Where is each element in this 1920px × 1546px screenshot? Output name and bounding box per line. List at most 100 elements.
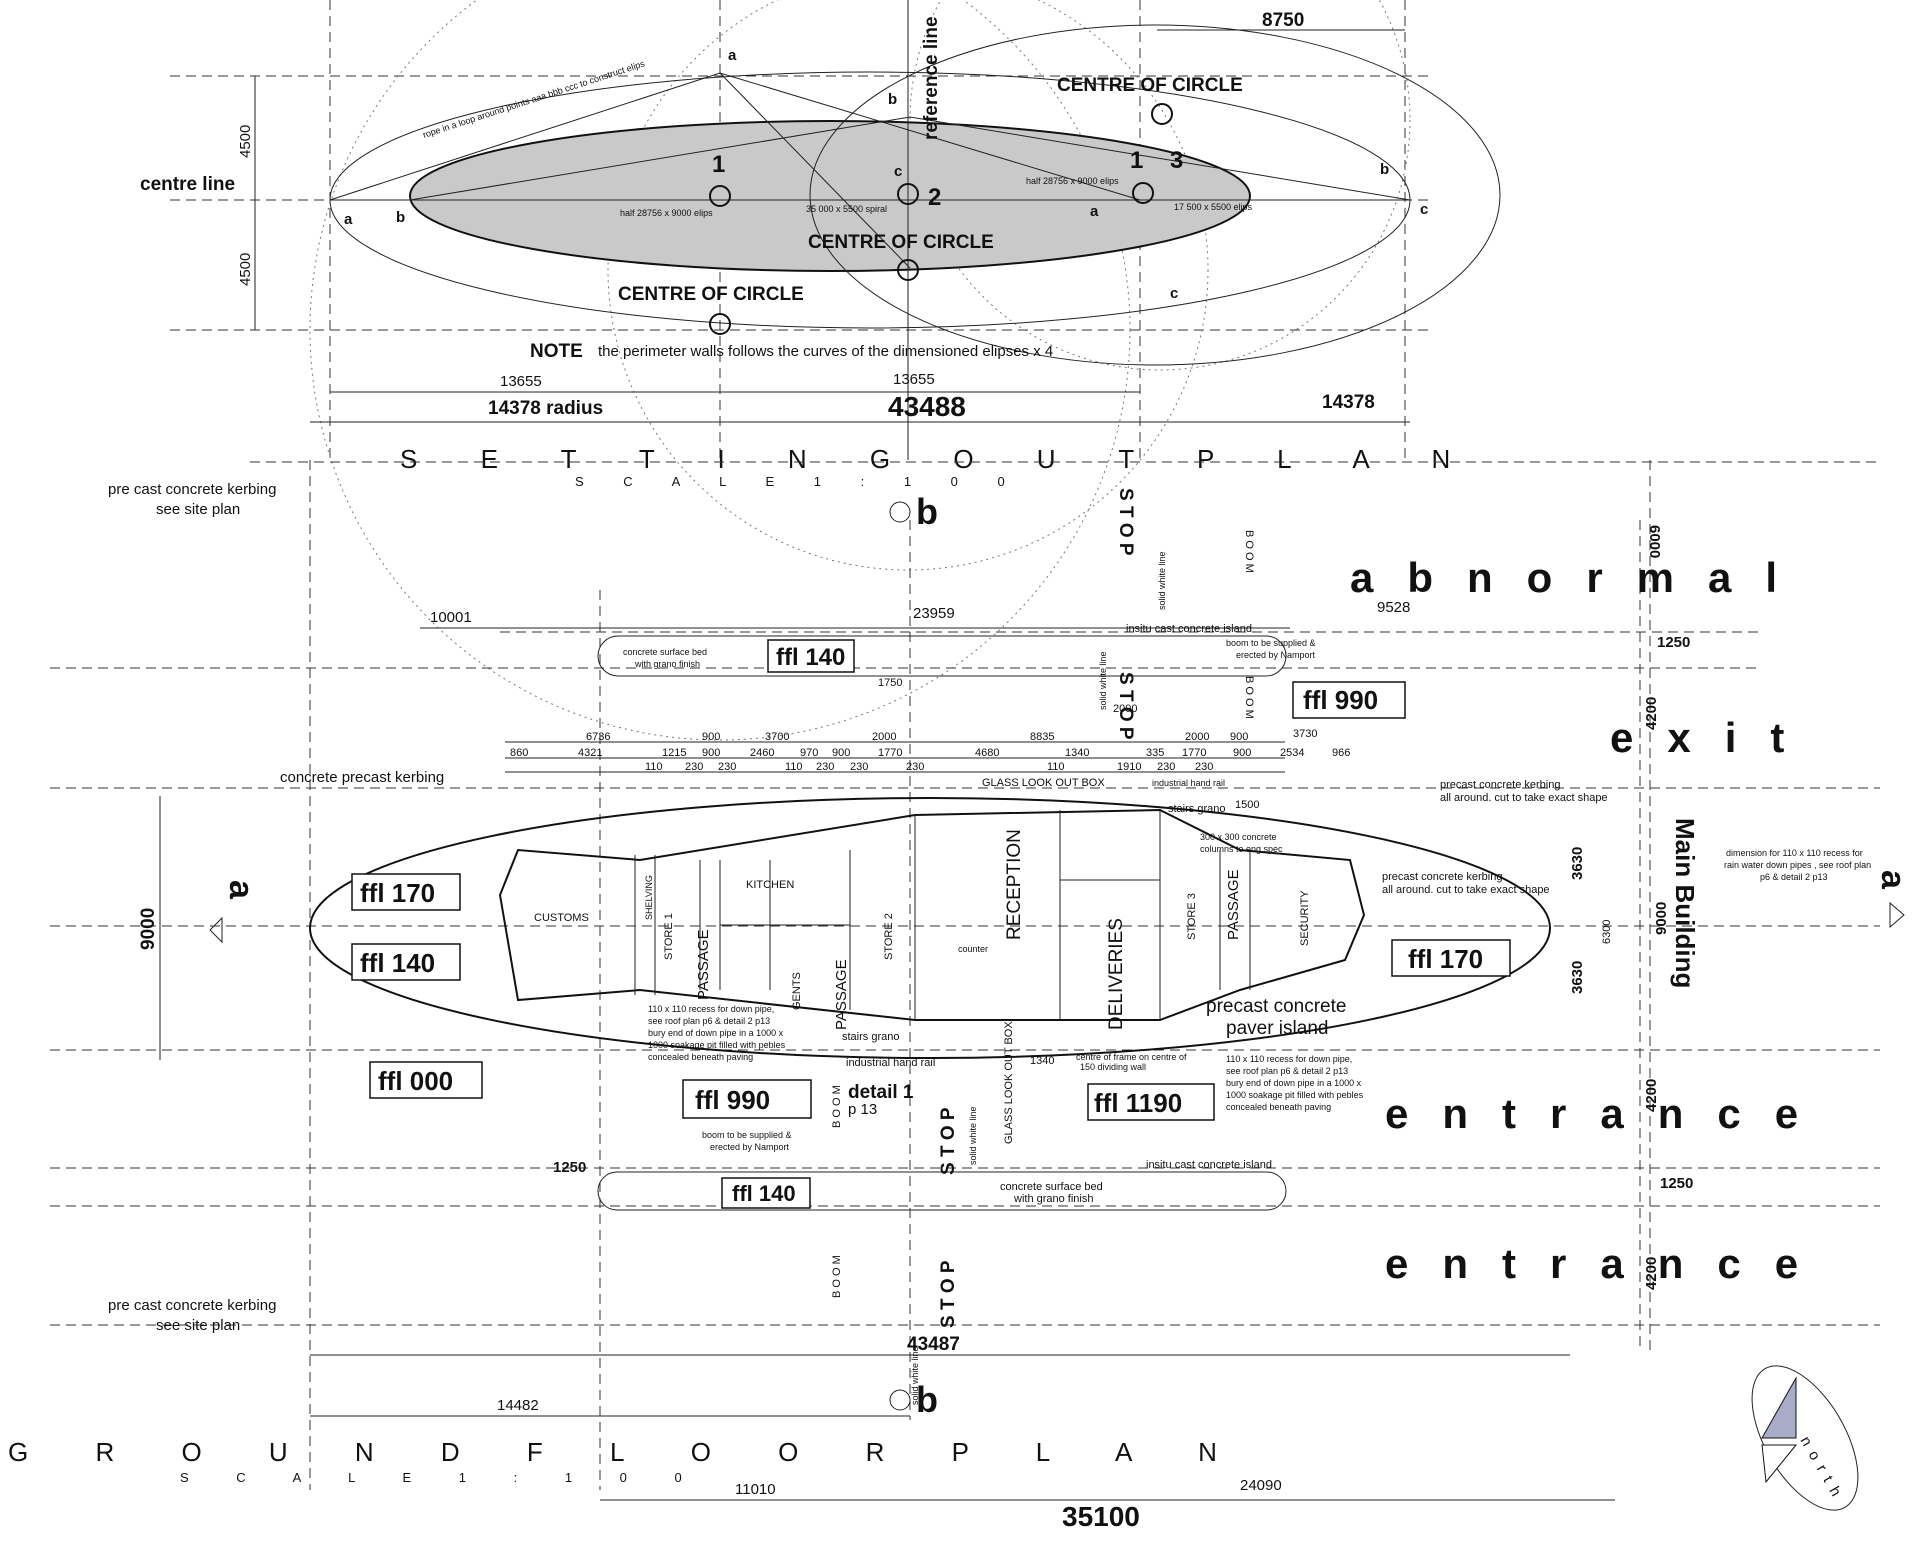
dim-4200-a: 4200: [1643, 697, 1660, 730]
glass-box-bottom: GLASS LOOK OUT BOX: [1003, 1021, 1015, 1144]
solid-white-line-2: solid white line: [1098, 651, 1108, 710]
dim-14378: 14378: [1322, 392, 1375, 413]
section-marker-a-right: a: [1874, 870, 1912, 929]
ffl-000: ffl 000: [369, 1061, 483, 1099]
dim-row3-7: 110: [1047, 761, 1065, 773]
industrial-rail-top: industrial hand rail: [1152, 778, 1225, 788]
recess-right-1: 110 x 110 recess for down pipe,: [1226, 1054, 1352, 1064]
point-c-right: c: [1420, 201, 1428, 218]
svg-text:b: b: [916, 1379, 938, 1420]
centre-circle-top: [1151, 103, 1173, 125]
room-passage2: PASSAGE: [833, 959, 850, 1030]
ground-floor-title: G R O U N D F L O O R P L A N: [8, 1437, 1247, 1467]
precast-all-around-1b: all around. cut to take exact shape: [1440, 792, 1608, 804]
concrete-island-bottom: [597, 1171, 1287, 1211]
dim-1250-left: 1250: [553, 1159, 586, 1176]
interior-walls: [634, 810, 1251, 1020]
stairs-grano-2: stairs grano: [1168, 803, 1225, 815]
dim-43488: 43488: [888, 391, 966, 422]
concrete-precast-note: concrete precast kerbing: [280, 769, 444, 786]
recess-right-2: see roof plan p6 & detail 2 p13: [1226, 1066, 1348, 1076]
dim-row2-14: 966: [1332, 747, 1350, 759]
svg-text:ffl 1190: ffl 1190: [1094, 1088, 1182, 1118]
dim-8750: 8750: [1262, 10, 1304, 31]
dim-row3-9: 230: [1157, 761, 1175, 773]
recess-left-5: concealed beneath paving: [648, 1052, 753, 1062]
dim-row2-10: 335: [1146, 747, 1164, 759]
dimension-note-1: dimension for 110 x 110 recess for: [1726, 848, 1863, 858]
detail-page: p 13: [848, 1101, 877, 1118]
ffl-170-left: ffl 170: [351, 873, 461, 911]
point-b-left: b: [396, 209, 405, 226]
boom-1: B O O M: [1243, 530, 1255, 573]
precast-all-around-2b: all around. cut to take exact shape: [1382, 884, 1550, 896]
stairs-grano: stairs grano: [842, 1031, 899, 1043]
surface-bed-bottom-2: with grano finish: [1013, 1193, 1094, 1205]
north-arrow: north: [1751, 1365, 1859, 1511]
dim-row3-0: 110: [645, 761, 663, 773]
boom-supplied-bottom-1: boom to be supplied &: [702, 1130, 792, 1140]
svg-text:ffl 140: ffl 140: [776, 644, 845, 671]
dim-1500: 1500: [1235, 799, 1259, 811]
dim-14482: 14482: [497, 1397, 539, 1414]
dim-43487: 43487: [907, 1334, 960, 1355]
note-text: the perimeter walls follows the curves o…: [598, 343, 1053, 360]
stop-3: S T O P: [938, 1107, 959, 1175]
centre-of-circle-bottom: CENTRE OF CIRCLE: [618, 284, 804, 305]
boom-supplied-top-1: boom to be supplied &: [1226, 638, 1316, 648]
dimension-note-2: rain water down pipes , see roof plan: [1724, 860, 1871, 870]
concrete-island-top: [597, 635, 1287, 677]
point-c-bottom: c: [1170, 285, 1178, 302]
ground-floor-plan: 6736 3700 900 2000 8835 2000 900 860 432…: [8, 460, 1912, 1532]
svg-text:ffl 170: ffl 170: [1408, 944, 1483, 974]
dim-3730: 3730: [1293, 728, 1317, 740]
precast-all-around-1a: precast concrete kerbing: [1440, 779, 1560, 791]
point-a-top: a: [728, 47, 737, 64]
recess-right-5: concealed beneath paving: [1226, 1102, 1331, 1112]
dim-4500-top: 4500: [237, 125, 254, 158]
dim-1750: 1750: [878, 677, 902, 689]
kerbing-top-line1: pre cast concrete kerbing: [108, 481, 276, 498]
glass-box-top: GLASS LOOK OUT BOX: [982, 777, 1105, 789]
dim-row1-5: 2000: [1185, 731, 1209, 743]
lane-entrance-2: entrance: [1385, 1240, 1832, 1287]
dim-3630-b: 3630: [1569, 961, 1586, 994]
dim-row3-4: 230: [816, 761, 834, 773]
dim-row3-3: 110: [785, 761, 803, 773]
dim-13655-b: 13655: [893, 371, 935, 388]
svg-text:ffl 140: ffl 140: [732, 1181, 796, 1206]
lane-exit: exit: [1610, 714, 1818, 761]
dim-row2-4: 2460: [750, 747, 774, 759]
dim-3630-a: 3630: [1569, 847, 1586, 880]
dim-35100: 35100: [1062, 1501, 1140, 1532]
dim-row2-9: 1340: [1065, 747, 1089, 759]
point-b-right: b: [1380, 161, 1389, 178]
room-shelving: SHELVING: [644, 875, 654, 920]
room-store1: STORE 1: [663, 913, 675, 960]
dim-13655-a: 13655: [500, 373, 542, 390]
rope-note: rope in a loop around points aaa bbb ccc…: [422, 58, 647, 140]
boom-4: B O O M: [831, 1255, 843, 1298]
surface-bed-top-2: with grano finish: [634, 659, 700, 669]
dim-row1-2: 900: [702, 731, 720, 743]
dim-row3-5: 230: [850, 761, 868, 773]
dim-row2-0: 860: [510, 747, 528, 759]
number-1-right: 1: [1130, 147, 1143, 174]
number-1-left: 1: [712, 151, 725, 178]
point-a-left: a: [344, 211, 353, 228]
setting-out-plan: centre line reference line CENTRE OF CIR…: [140, 0, 1501, 741]
stop-1: S T O P: [1115, 488, 1136, 556]
ffl-1190: ffl 1190: [1087, 1083, 1215, 1121]
precast-kerb-ellipse: [309, 797, 1551, 1059]
room-reception: RECEPTION: [1004, 829, 1025, 940]
paver-island-1: precast concrete: [1206, 996, 1346, 1017]
dim-24090: 24090: [1240, 1477, 1282, 1494]
boom-3: B O O M: [831, 1085, 843, 1128]
dim-row2-3: 900: [702, 747, 720, 759]
point-b-top: b: [888, 91, 897, 108]
room-passage3: PASSAGE: [1225, 869, 1242, 940]
ffl-170-right: ffl 170: [1391, 939, 1511, 977]
columns-note-2: columns to eng spec: [1200, 844, 1283, 854]
svg-text:b: b: [916, 491, 938, 532]
kerbing-bottom-line2: see site plan: [156, 1317, 240, 1334]
